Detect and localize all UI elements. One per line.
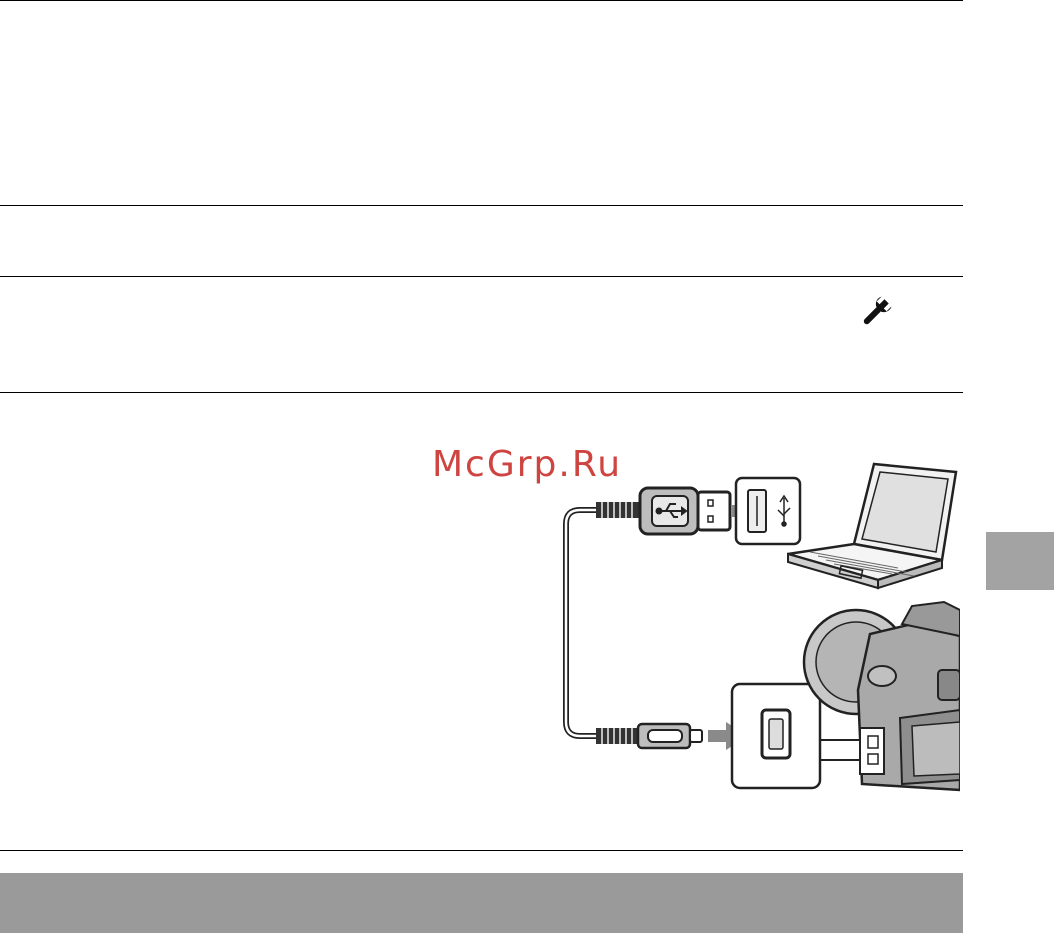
- usb-a-plug: [596, 486, 732, 536]
- watermark-text: McGrp.Ru: [432, 444, 623, 485]
- rule-3: [0, 276, 963, 277]
- section-side-tab: [986, 532, 1054, 590]
- usb-icon: [655, 503, 688, 518]
- wrench-icon: [863, 296, 892, 325]
- mini-usb-plug: [596, 722, 703, 750]
- rule-4: [0, 392, 963, 393]
- rule-top: [0, 0, 963, 1]
- rule-2: [0, 205, 963, 206]
- laptop-illustration: [787, 462, 958, 590]
- rule-5: [0, 850, 963, 851]
- bottom-gray-band: [0, 873, 963, 933]
- camera-illustration: [802, 600, 960, 792]
- usb-connection-illustration: [563, 462, 960, 792]
